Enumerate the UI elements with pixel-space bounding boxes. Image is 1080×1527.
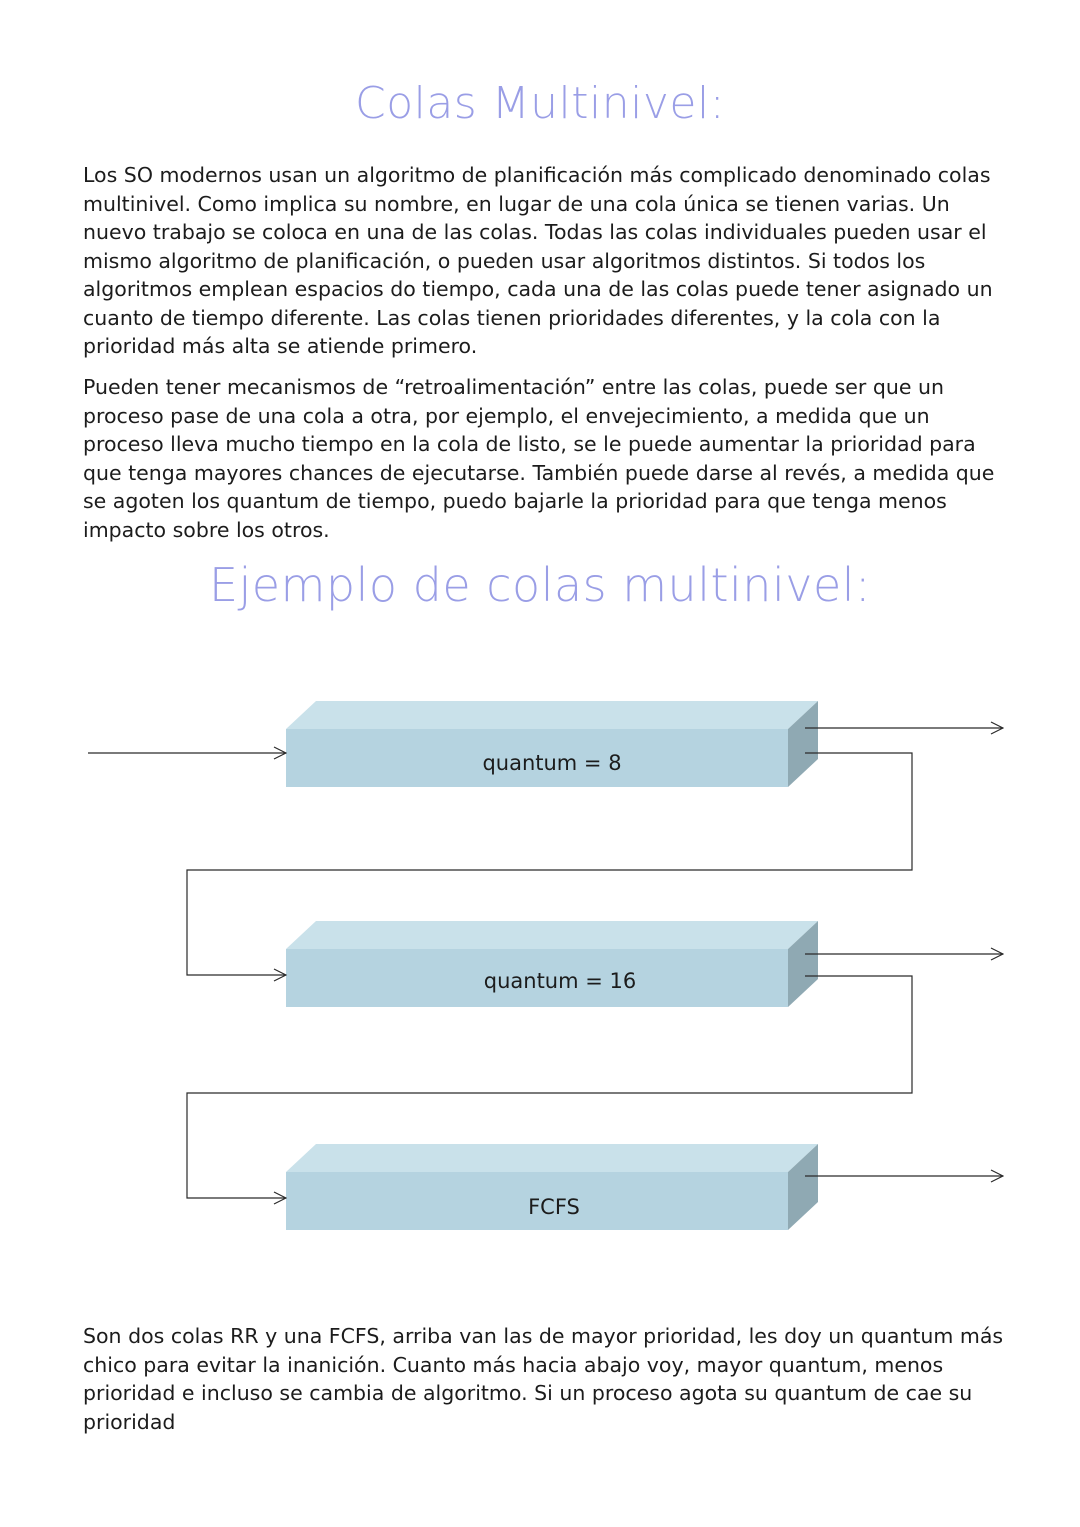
queue-box-2: quantum = 16 xyxy=(286,921,818,1007)
queue-box-2-front xyxy=(286,949,788,1007)
queue-box-3-side xyxy=(788,1144,818,1230)
multilevel-queue-diagram: quantum = 8 quantum = 16 FCFS xyxy=(88,701,1080,1230)
queue-box-3: FCFS xyxy=(286,1144,818,1230)
queue-label-3: FCFS xyxy=(528,1195,580,1219)
queue-box-1-top xyxy=(286,701,818,729)
conclusion-paragraph: Son dos colas RR y una FCFS, arriba van … xyxy=(83,1324,1004,1434)
queue-label-1: quantum = 8 xyxy=(482,751,621,775)
queue-label-2: quantum = 16 xyxy=(484,969,637,993)
queue-box-2-side xyxy=(788,921,818,1007)
queue-box-1-front xyxy=(286,729,788,787)
queue-box-2-top xyxy=(286,921,818,949)
demotion-arrow-1 xyxy=(186,752,913,975)
queue-box-3-front xyxy=(286,1172,788,1230)
page-title: Colas Multinivel: xyxy=(354,78,726,129)
queue-box-3-top xyxy=(286,1144,818,1172)
queue-box-1-side xyxy=(788,701,818,787)
demotion-arrow-2 xyxy=(186,975,913,1198)
intro-paragraph: Los SO modernos usan un algoritmo de pla… xyxy=(83,163,993,358)
example-title: Ejemplo de colas multinivel: xyxy=(208,558,872,612)
queue-box-1: quantum = 8 xyxy=(286,701,818,787)
feedback-paragraph: Pueden tener mecanismos de “retroaliment… xyxy=(83,375,995,542)
